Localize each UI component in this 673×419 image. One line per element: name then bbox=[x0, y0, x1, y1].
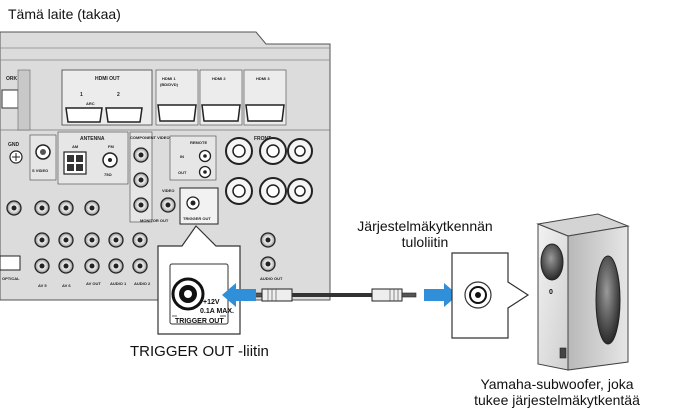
antenna-label: ANTENNA bbox=[80, 136, 105, 142]
trigger-small-label: TRIGGER OUT bbox=[183, 216, 211, 221]
hdmi-2-port bbox=[201, 104, 241, 122]
hdmi-2-label: HDMI 2 bbox=[212, 76, 226, 81]
trigger-out-zoom-callout: +12V 0.1A MAX. TRIGGER OUT bbox=[157, 225, 241, 335]
trigger-out-small-box bbox=[179, 187, 219, 225]
hdmi-1-label: HDMI 1 bbox=[162, 76, 176, 81]
av6-label: AV 6 bbox=[62, 283, 71, 288]
hdmi-out-label: HDMI OUT bbox=[95, 76, 120, 82]
hdmi-3-port bbox=[245, 104, 285, 122]
subwoofer-caption-line1: Yamaha-subwoofer, joka bbox=[480, 376, 634, 392]
subwoofer-caption: Yamaha-subwoofer, joka tukee järjestelmä… bbox=[443, 376, 671, 408]
remote-out-label: OUT bbox=[178, 170, 187, 175]
subwoofer-driver bbox=[540, 243, 564, 281]
front-label: FRONT bbox=[254, 136, 271, 142]
s-video-label: S VIDEO bbox=[32, 168, 48, 173]
hdmi-out-2-port bbox=[105, 107, 143, 123]
system-connector-caption-line2: tuloliitin bbox=[401, 234, 449, 250]
zoom-trigger-label: TRIGGER OUT bbox=[175, 318, 224, 325]
hdmi-out-1-label: 1 bbox=[80, 92, 83, 98]
av5-label: AV 5 bbox=[38, 283, 47, 288]
subwoofer-badge: 0 bbox=[549, 289, 553, 296]
optical-port bbox=[0, 255, 21, 271]
monitor-out-label: MONITOR OUT bbox=[140, 218, 169, 223]
hdmi-out-arc-label: ARC bbox=[86, 101, 95, 106]
video-label: VIDEO bbox=[162, 188, 174, 193]
yamaha-subwoofer: 0 bbox=[536, 213, 630, 371]
remote-in-label: IN bbox=[180, 154, 184, 159]
component-video-label: COMPONENT VIDEO bbox=[130, 135, 170, 140]
audio2-label: AUDIO 2 bbox=[134, 281, 151, 286]
remote-label: REMOTE bbox=[190, 140, 207, 145]
subwoofer-logo bbox=[559, 347, 567, 359]
subwoofer-port bbox=[595, 255, 621, 345]
device-back-caption: Tämä laite (takaa) bbox=[8, 6, 121, 22]
hdmi-1-port bbox=[157, 104, 197, 122]
av-out-label: AV OUT bbox=[86, 281, 101, 286]
network-label: ORK bbox=[6, 76, 18, 82]
hdmi-out-2-label: 2 bbox=[117, 92, 120, 98]
hdmi-out-1-port bbox=[65, 107, 103, 123]
hdmi-3-label: HDMI 3 bbox=[256, 76, 270, 81]
system-connector-caption: Järjestelmäkytkennän tuloliitin bbox=[310, 218, 540, 250]
am-label: AM bbox=[72, 144, 79, 149]
receiver-rear-panel: ORK HDMI OUT 1 2 ARC HDMI 1 (BD/DVD) HDM… bbox=[0, 31, 331, 301]
network-port bbox=[1, 89, 19, 109]
arrow-right-icon bbox=[424, 283, 458, 307]
lower-rca-jacks bbox=[6, 200, 276, 274]
system-connector-callout bbox=[451, 252, 530, 339]
hdmi-1-sub-label: (BD/DVD) bbox=[160, 82, 179, 87]
audio-out-label: AUDIO OUT bbox=[260, 276, 283, 281]
gnd-label: GND bbox=[8, 142, 20, 148]
subwoofer-caption-line2: tukee järjestelmäkytkentää bbox=[474, 392, 640, 408]
audio1-label: AUDIO 1 bbox=[110, 281, 127, 286]
zoom-current-label: 0.1A MAX. bbox=[200, 308, 234, 315]
system-connector-caption-line1: Järjestelmäkytkennän bbox=[357, 218, 493, 234]
trigger-out-caption: TRIGGER OUT -liitin bbox=[130, 343, 269, 360]
fm-label: FM bbox=[108, 144, 114, 149]
arrow-left-icon bbox=[222, 283, 256, 307]
optical-label: OPTICAL bbox=[2, 276, 20, 281]
zoom-voltage-label: +12V bbox=[203, 299, 220, 306]
mini-plug-cable bbox=[247, 288, 417, 302]
fm-ohm-label: 75Ω bbox=[104, 172, 112, 177]
